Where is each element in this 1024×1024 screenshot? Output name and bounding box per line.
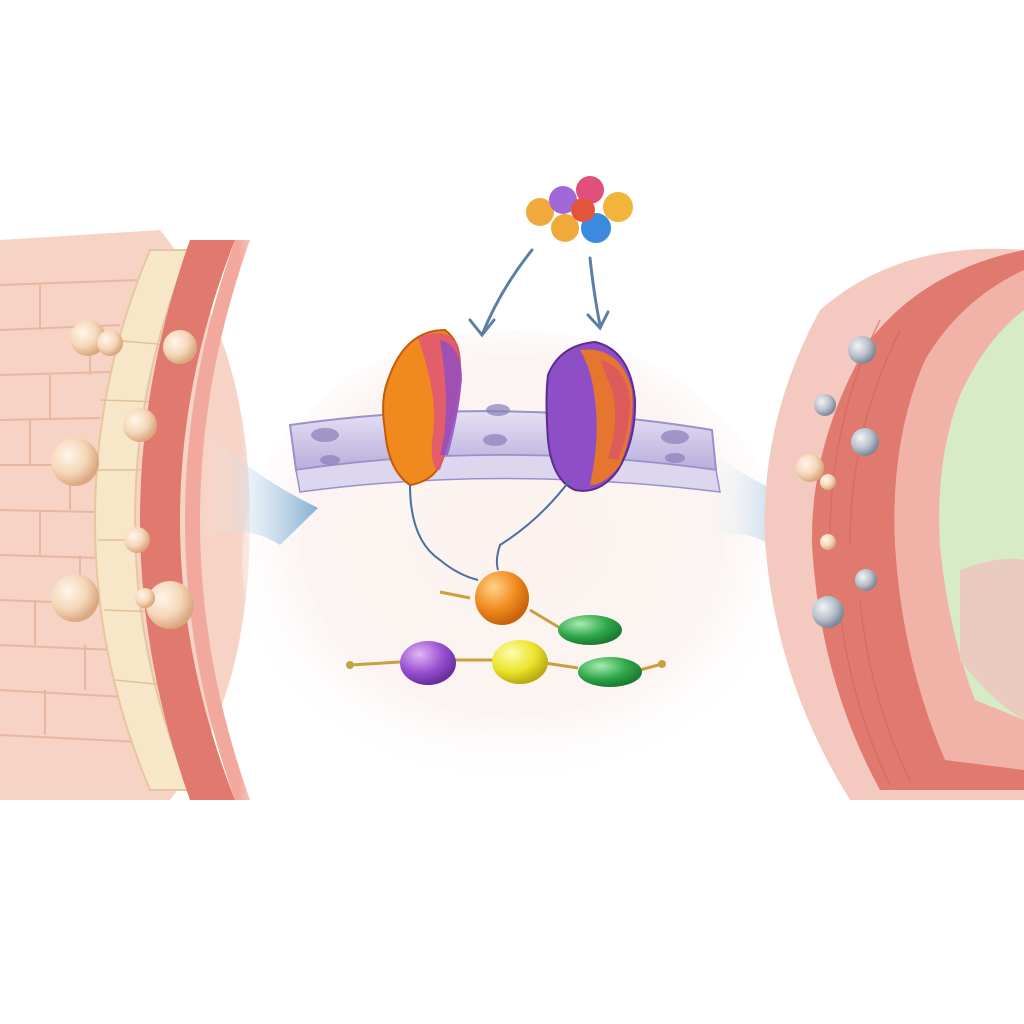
signal-node-purple xyxy=(400,641,456,685)
signal-node-yellow xyxy=(492,640,548,684)
lipid-droplet xyxy=(124,527,150,553)
flow-arrow-left xyxy=(200,420,318,545)
ligand-cluster xyxy=(526,176,633,243)
ligand-arrows xyxy=(468,248,610,338)
arrow-head-right xyxy=(586,310,610,331)
arrow-to-right-receptor xyxy=(588,256,602,327)
lipid-droplet xyxy=(51,438,99,486)
particle xyxy=(851,428,879,456)
center-panel xyxy=(200,176,812,790)
lipid-droplet xyxy=(97,330,123,356)
lipid-particle xyxy=(820,534,836,550)
lipid-droplet xyxy=(163,330,197,364)
membrane-inclusions xyxy=(311,404,689,465)
lipid-deposits xyxy=(51,320,197,629)
lipid-particle xyxy=(820,474,836,490)
particle xyxy=(848,336,876,364)
signal-node-orange xyxy=(475,571,529,625)
lipid-droplet xyxy=(51,574,99,622)
residual-particles xyxy=(796,336,879,628)
lipid-droplet xyxy=(123,408,157,442)
signal-node-green xyxy=(558,615,622,645)
receptor-left xyxy=(382,328,479,581)
arrow-head-left xyxy=(468,318,496,338)
right-tissue-fragment xyxy=(960,558,1024,720)
particle xyxy=(812,596,844,628)
receptor-right xyxy=(495,340,637,571)
signal-chain xyxy=(346,571,666,687)
particle xyxy=(814,394,836,416)
right-vessel-panel xyxy=(764,248,1024,800)
center-background xyxy=(242,330,782,790)
left-vessel-panel xyxy=(0,220,280,810)
particle xyxy=(855,569,877,591)
lipid-droplet xyxy=(135,588,155,608)
lipid-droplet xyxy=(146,581,194,629)
lipid-droplet xyxy=(70,320,106,356)
arrow-to-left-receptor xyxy=(480,248,534,337)
lipid-particle xyxy=(796,454,824,482)
signal-node-green-2 xyxy=(578,657,642,687)
